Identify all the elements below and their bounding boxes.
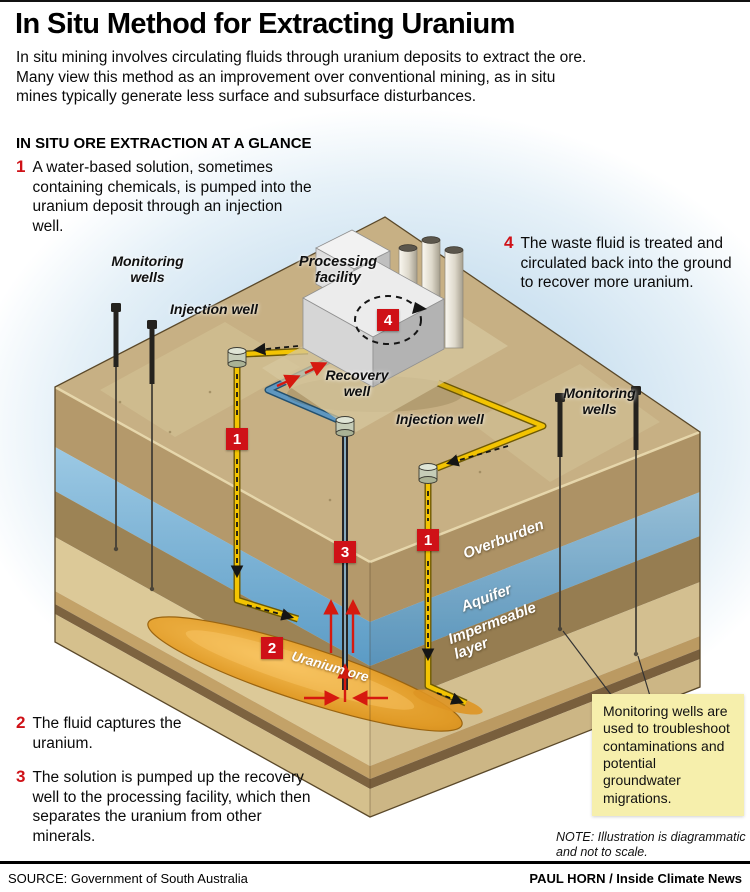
injection-wellhead-right [418,463,438,484]
badge-1-injection-left: 1 [226,428,248,450]
circulation-loop [354,295,422,345]
step-2-text: The fluid captures the uranium. [32,715,182,752]
recovery-wellhead [335,416,355,437]
page-title: In Situ Method for Extracting Uranium [15,8,515,40]
step-3-number: 3 [16,767,26,786]
monitoring-note-box: Monitoring wells are used to troubleshoo… [592,694,744,817]
step-4-text: The waste fluid is treated and circulate… [520,235,732,292]
label-injection-well-left: Injection well [170,301,258,317]
monitoring-wells-underground [113,367,639,657]
footer-source: SOURCE: Government of South Australia [8,870,248,886]
label-injection-well-right: Injection well [396,411,484,427]
monitoring-well-poles [111,303,641,457]
note-pointer-lines [562,630,651,697]
earth-block [54,216,701,818]
intro-text: In situ mining involves circulating flui… [16,49,587,106]
overburden-layer-left [55,387,370,622]
label-processing-facility: Processing facility [298,254,378,287]
step-2: 2 The fluid captures the uranium. [16,713,216,753]
impermeable-layer-right [370,536,700,712]
step-2-number: 2 [16,713,26,732]
step-1-text: A water-based solution, sometimes contai… [32,159,312,235]
footer: SOURCE: Government of South Australia PA… [0,861,750,892]
flow-arrows-dashed [230,295,509,705]
injection-wellhead-left [227,347,247,368]
step-4: 4 The waste fluid is treated and circula… [504,233,742,293]
label-monitoring-wells-right: Monitoring wells [563,385,636,417]
strata-right-face [370,432,700,817]
badge-2-ore: 2 [261,637,283,659]
step-1-number: 1 [16,157,26,176]
scale-note: NOTE: Illustration is diagrammatic and n… [556,830,746,859]
label-recovery-well: Recovery well [325,367,389,399]
wellheads [227,347,438,484]
flow-arrows-red [276,361,388,706]
footer-credit: PAUL HORN / Inside Climate News [529,870,742,886]
badge-4-facility: 4 [377,309,399,331]
uranium-ore-deposit [147,616,483,732]
step-3-text: The solution is pumped up the recovery w… [32,769,311,845]
step-4-number: 4 [504,233,514,252]
step-1: 1 A water-based solution, sometimes cont… [16,157,316,236]
badge-1-injection-right: 1 [417,529,439,551]
badge-3-recovery: 3 [334,541,356,563]
processing-facility-illustration [262,229,508,432]
facility-main-building [302,259,445,388]
section-header: IN SITU ORE EXTRACTION AT A GLANCE [16,135,312,152]
label-monitoring-wells-left: Monitoring wells [111,253,184,285]
overburden-layer-right [370,432,700,622]
aquifer-layer-right [370,492,700,666]
injection-pipe-right-surface [436,381,546,470]
step-3: 3 The solution is pumped up the recovery… [16,767,316,846]
